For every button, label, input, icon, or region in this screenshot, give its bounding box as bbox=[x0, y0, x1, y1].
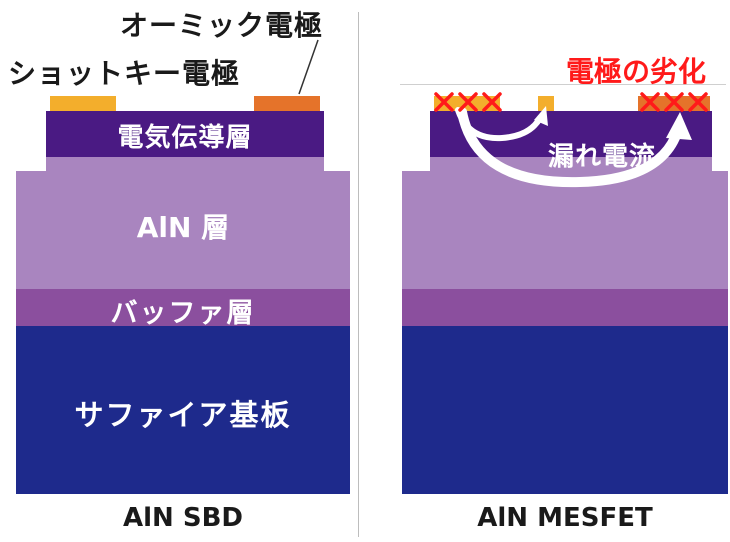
schottky-electrode-label: ショットキー電極 bbox=[8, 57, 241, 90]
sbd-caption: AlN SBD bbox=[123, 503, 243, 533]
mesfet-caption: AlN MESFET bbox=[477, 503, 653, 533]
schottky-electrode bbox=[50, 96, 116, 111]
aln-layer-label: AlN 層 bbox=[136, 211, 230, 244]
degradation-crosses-source bbox=[434, 92, 502, 112]
mesfet-gate-electrode bbox=[538, 96, 554, 111]
buffer-layer bbox=[16, 289, 350, 326]
degradation-label: 電極の劣化 bbox=[566, 55, 707, 88]
mesfet-buffer-layer bbox=[402, 289, 728, 326]
conductive-layer-label: 電気伝導層 bbox=[117, 123, 253, 153]
mesfet-sapphire-substrate bbox=[402, 326, 728, 494]
ohmic-electrode bbox=[254, 96, 320, 111]
leakage-current-label: 漏れ電流 bbox=[548, 142, 657, 172]
sapphire-substrate bbox=[16, 326, 350, 494]
sapphire-substrate-label: サファイア基板 bbox=[74, 398, 292, 432]
leakage-current-arrows bbox=[455, 106, 692, 188]
aln-layer bbox=[46, 157, 324, 171]
degradation-crosses-drain bbox=[640, 92, 708, 112]
panel-divider bbox=[358, 12, 359, 537]
mesfet-frame-top bbox=[400, 84, 726, 85]
aln-layer-wide bbox=[16, 171, 350, 289]
buffer-layer-label: バッファ層 bbox=[110, 298, 256, 329]
conductive-layer bbox=[46, 111, 324, 157]
ohmic-leader-line bbox=[298, 39, 319, 95]
ohmic-electrode-label: オーミック電極 bbox=[120, 9, 324, 42]
mesfet-aln-layer-wide bbox=[402, 171, 728, 289]
